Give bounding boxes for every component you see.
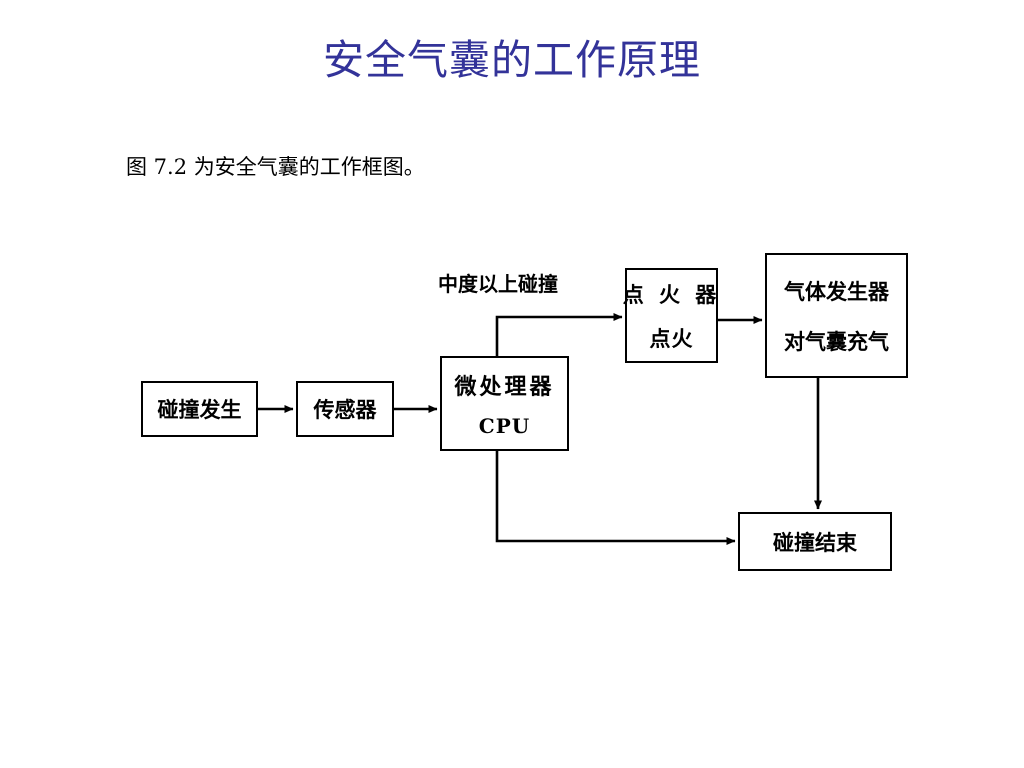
flow-node-crash-occurs[interactable]: 碰撞发生: [141, 381, 258, 437]
flow-node-gas-generator[interactable]: 气体发生器 对气囊充气: [765, 253, 908, 378]
flow-node-label: 碰撞结束: [773, 530, 857, 555]
edge-label-moderate-impact: 中度以上碰撞: [438, 272, 558, 296]
flow-node-crash-ends[interactable]: 碰撞结束: [738, 512, 892, 571]
figure-caption: 图 7.2 为安全气囊的工作框图。: [126, 155, 425, 179]
edge-cpu-to-igniter: [495, 313, 623, 356]
flow-node-igniter[interactable]: 点 火 器 点火: [622, 268, 721, 363]
edge-cpu-to-end: [495, 451, 736, 545]
flow-node-microprocessor[interactable]: 微处理器 CPU: [440, 356, 569, 451]
flow-node-sublabel: 点火: [649, 326, 694, 351]
page-title: 安全气囊的工作原理: [323, 36, 701, 84]
flow-node-sublabel: 对气囊充气: [784, 329, 889, 354]
flow-node-label: 气体发生器: [784, 279, 889, 304]
flow-node-label: 微处理器: [454, 375, 555, 400]
flow-node-label: 碰撞发生: [157, 398, 242, 422]
flow-node-label: 传感器: [313, 398, 377, 422]
flow-node-sensor[interactable]: 传感器: [296, 381, 394, 437]
flow-node-sublabel: CPU: [478, 414, 531, 438]
flow-node-label: 点 火 器: [622, 282, 721, 307]
